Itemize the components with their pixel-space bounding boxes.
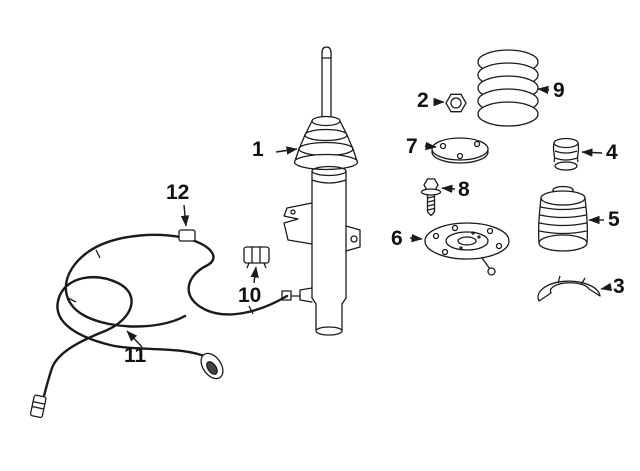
callout-6: 6 (391, 227, 403, 250)
callout-9: 9 (553, 79, 565, 102)
callout-11: 11 (124, 344, 147, 367)
bump-stop-illustration (552, 137, 580, 171)
callout-10: 10 (238, 284, 262, 307)
retaining-clip-illustration (243, 246, 270, 269)
gasket-plate-illustration (431, 137, 489, 164)
callout-1: 1 (252, 138, 264, 161)
lock-nut-illustration (445, 93, 467, 113)
coil-spring-illustration (477, 49, 539, 127)
strut-mount-illustration (424, 222, 510, 276)
callout-3: 3 (613, 275, 625, 298)
callout-7: 7 (406, 135, 418, 158)
dust-boot-illustration (537, 185, 589, 252)
callout-8: 8 (458, 178, 470, 201)
callout-12: 12 (166, 181, 190, 204)
callout-5: 5 (608, 208, 620, 231)
callout-2: 2 (417, 89, 429, 112)
leader-lines (126, 85, 613, 348)
callout-4: 4 (606, 141, 618, 164)
spring-pad-illustration (537, 275, 601, 302)
strut-illustration (281, 46, 361, 336)
cable-fittings (29, 229, 254, 419)
bolt-illustration (420, 178, 442, 217)
